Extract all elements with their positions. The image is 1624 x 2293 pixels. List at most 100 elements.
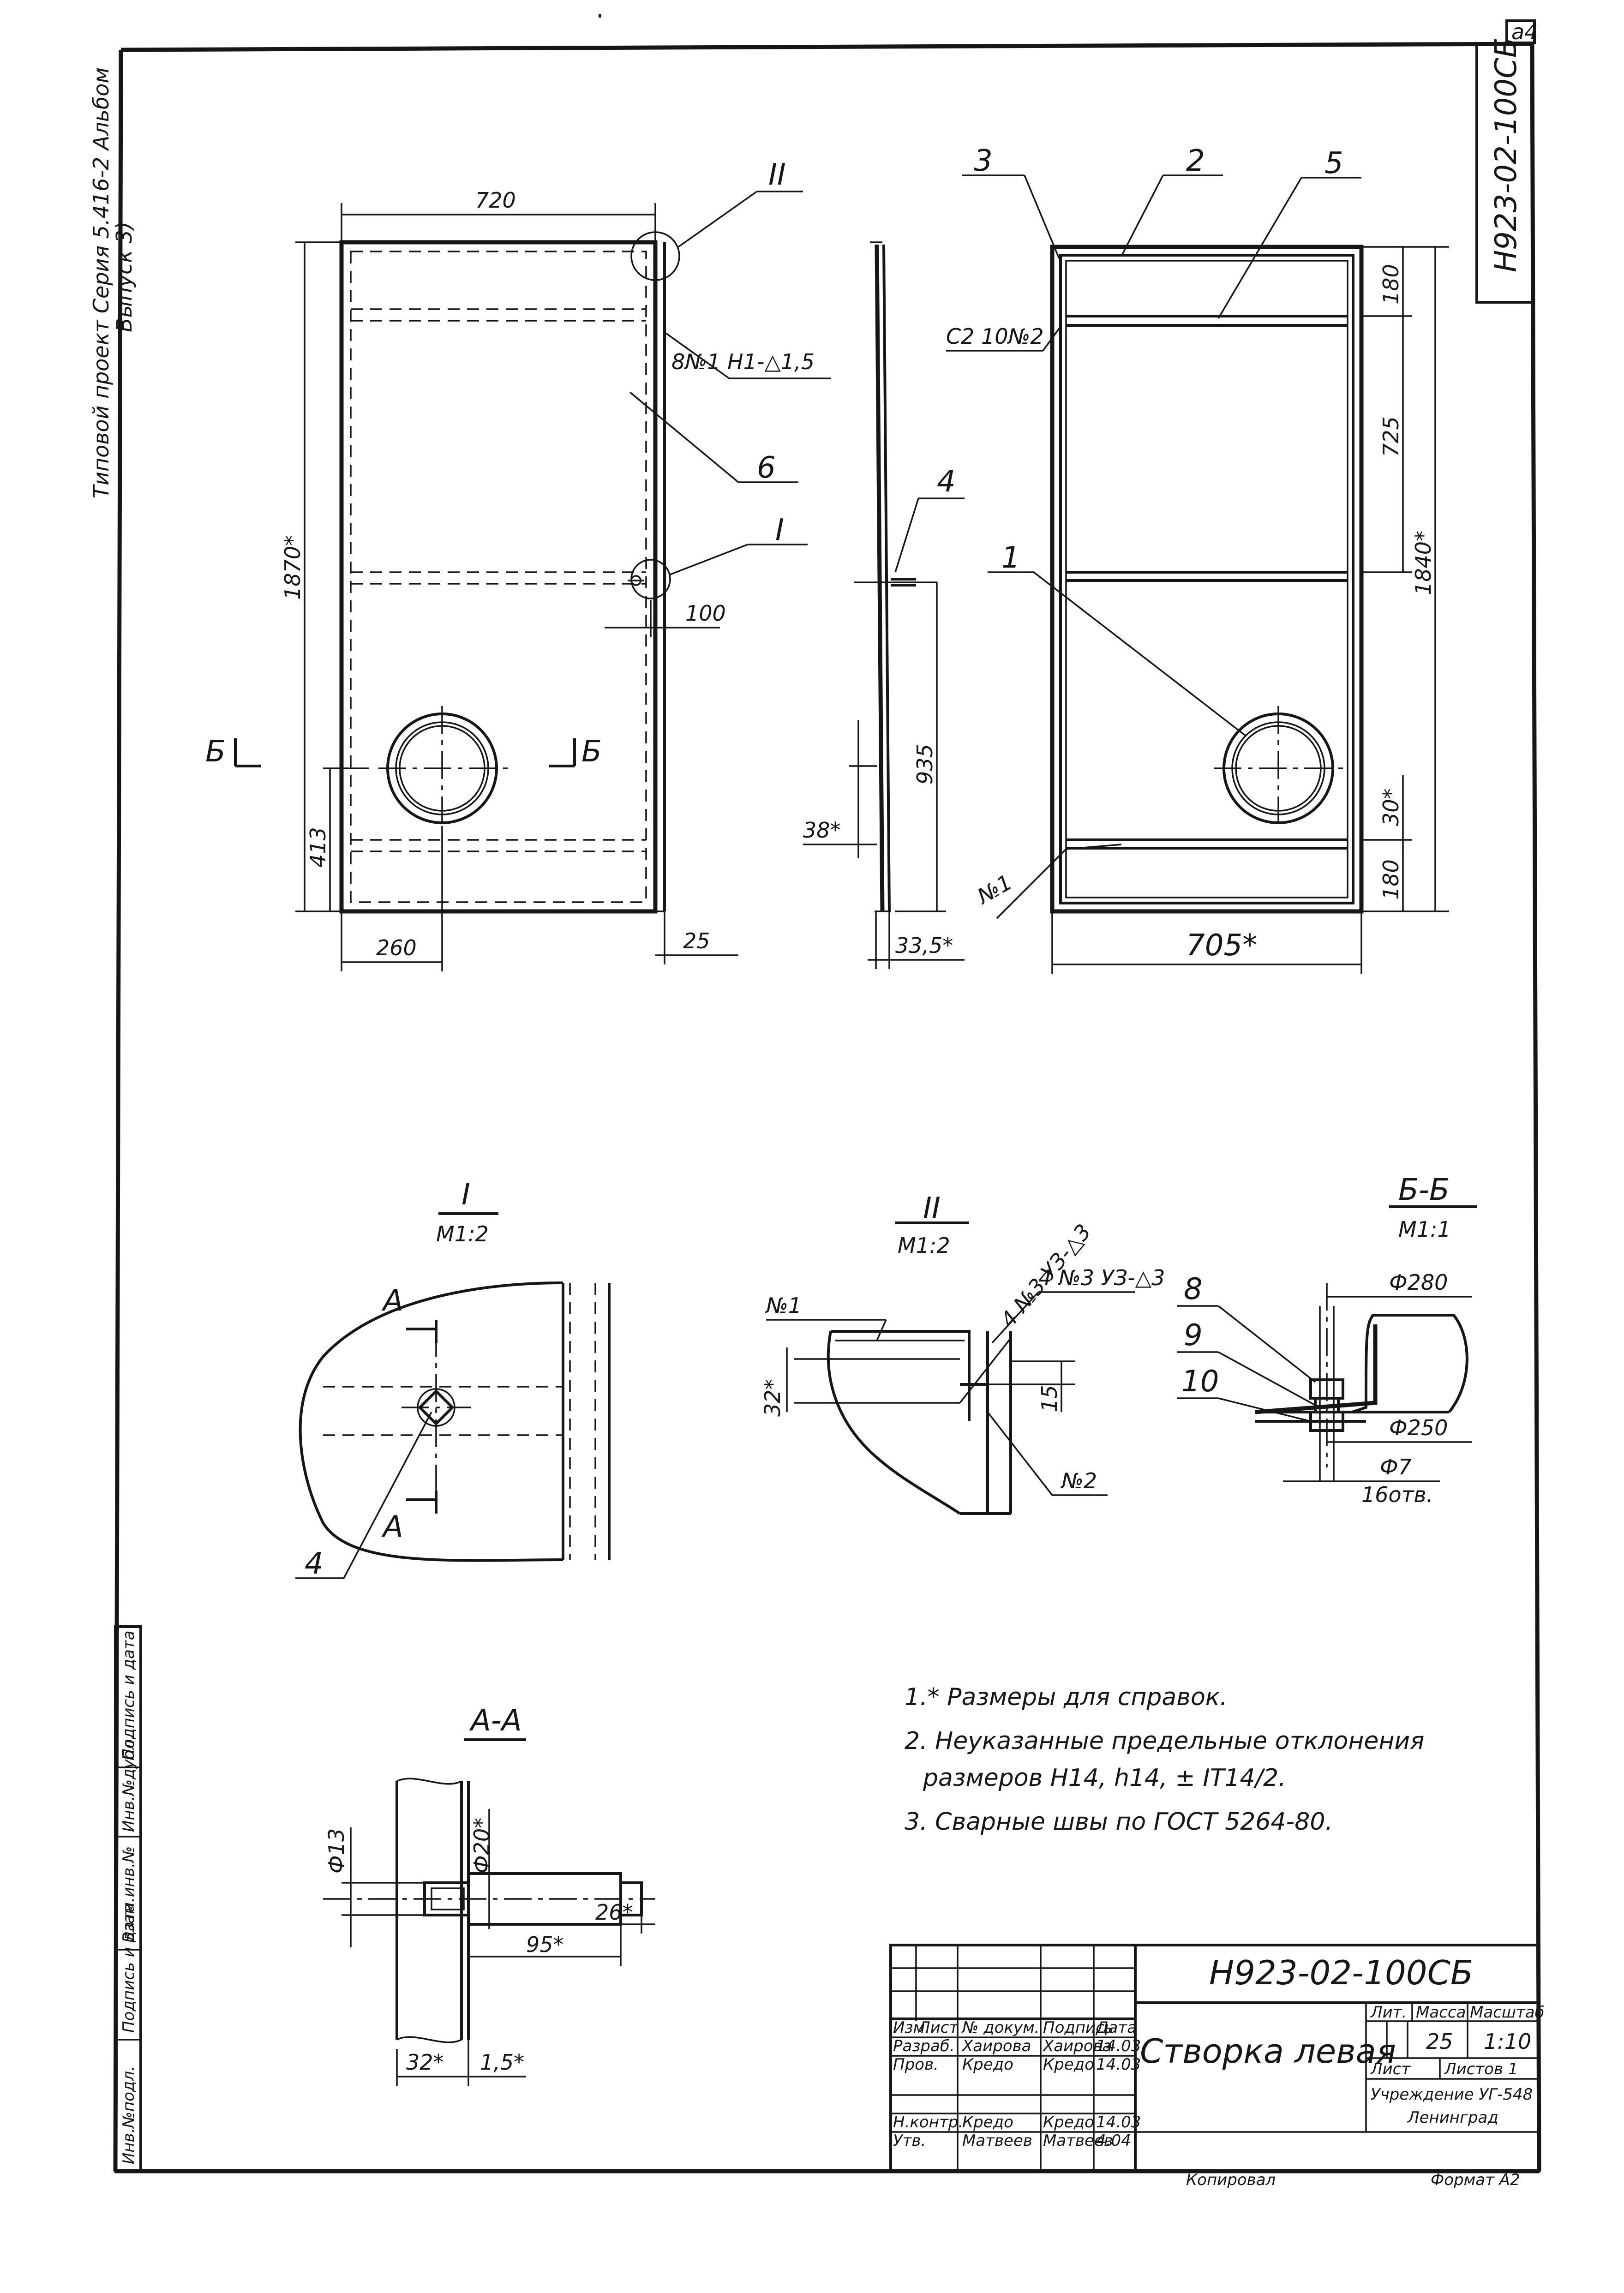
detail-AA-d13: Ф13 — [324, 1828, 349, 1874]
doc-code-rotated: Н923-02-100СБ — [1489, 37, 1523, 272]
side-view: 4 935 38* 33,5* — [803, 241, 965, 969]
leader-part-4: 4 — [937, 465, 956, 499]
tb-r2-name: Кредо — [962, 2113, 1013, 2131]
tb-h-sign: Подпись — [1043, 2018, 1114, 2037]
side-stamp: Инв.№подл. Подпись и дата Взам.инв.№ Инв… — [114, 1625, 142, 2173]
tb-r3-role: Утв. — [893, 2131, 926, 2150]
tb-r0-name: Хаирова — [961, 2037, 1031, 2055]
tb-r0-role: Разраб. — [893, 2037, 955, 2055]
sheet-frame: а4 Н923-02-100СБ — [113, 14, 1541, 2173]
dim-413: 413 — [306, 827, 330, 868]
side-stamp-3: Инв.№дубл. — [120, 1735, 138, 1832]
album-stamp-line1: Типовой проект Серия 5.416-2 Альбом — [89, 67, 114, 498]
leader-node-II: II — [768, 158, 786, 192]
title-block: Н923-02-100СБ Створка левая Изм. Лист № … — [889, 1944, 1545, 2189]
detail-BB-holes: 16отв. — [1361, 1482, 1433, 1507]
dim-back-1840: 1840* — [1411, 531, 1436, 595]
leader-node-I: I — [775, 513, 784, 547]
detail-II-dim-32: 32* — [760, 1379, 785, 1417]
leader-part-3: 3 — [974, 144, 993, 178]
detail-AA-95: 95* — [526, 1932, 564, 1957]
tb-format: Формат А2 — [1431, 2171, 1520, 2189]
dim-height-1870: 1870* — [280, 535, 305, 600]
note-3: 3. Сварные швы по ГОСТ 5264-80. — [905, 1808, 1333, 1836]
side-stamp-0: Инв.№подл. — [120, 2066, 138, 2164]
dim-back-180-bottom: 180 — [1378, 859, 1403, 900]
tb-org-1: Учреждение УГ-548 — [1371, 2085, 1533, 2104]
detail-I-mark-bottom: А — [381, 1510, 403, 1544]
detail-AA-26: 26* — [595, 1900, 633, 1925]
detail-BB-part-9: 9 — [1184, 1318, 1203, 1353]
album-stamp-line2: Выпуск 3) — [112, 222, 137, 332]
dim-back-30: 30* — [1378, 788, 1403, 826]
tb-scale: 1:10 — [1484, 2029, 1531, 2054]
detail-I-mark-top: А — [381, 1284, 403, 1318]
dim-width-720: 720 — [475, 188, 516, 213]
detail-AA: А-А Ф13 Ф20* 95* 26* 32* 1,5* — [323, 1704, 655, 2086]
leader-part-6: 6 — [757, 451, 776, 485]
leader-part-5: 5 — [1324, 146, 1343, 180]
detail-II-dim-15: 15 — [1037, 1385, 1062, 1412]
tb-r0-date: 14.03 — [1096, 2037, 1141, 2055]
tb-scale-label: Масштаб — [1470, 2003, 1545, 2022]
side-stamp-1: Подпись и дата — [120, 1903, 138, 2033]
leader-part-2: 2 — [1186, 144, 1205, 178]
side-stamp-2: Взам.инв.№ — [120, 1846, 138, 1943]
notes: 1.* Размеры для справок. 2. Неуказанные … — [905, 1683, 1424, 1836]
weld-front: 8№1 Н1-△1,5 — [671, 349, 815, 374]
tb-r2-role: Н.контр. — [893, 2113, 963, 2131]
detail-I-part-4: 4 — [305, 1547, 324, 1581]
side-stamp-4: Подпись и дата — [120, 1630, 138, 1760]
back-view: 3 2 5 1 С2 10№2 №1 180 725 1840* 30* 180 — [946, 144, 1449, 974]
detail-II-title: II — [923, 1191, 941, 1226]
tb-r1-name: Кредо — [962, 2055, 1013, 2074]
detail-II-weld-right: №2 — [1060, 1468, 1097, 1493]
corner-mark: а4 — [1511, 19, 1538, 44]
note-2-cont: размеров Н14, h14, ± IT14/2. — [923, 1764, 1286, 1792]
tb-r3-sign: Матвеев — [1043, 2131, 1113, 2150]
dim-33-5: 33,5* — [895, 933, 953, 958]
tb-sheets-label: Листов 1 — [1444, 2060, 1518, 2078]
detail-AA-32: 32* — [406, 2050, 444, 2075]
leader-part-1: 1 — [1001, 541, 1020, 575]
detail-BB-part-10: 10 — [1181, 1365, 1219, 1399]
tb-h-izm: Изм. — [893, 2018, 930, 2037]
dim-100: 100 — [685, 601, 726, 626]
tb-copied: Копировал — [1186, 2171, 1276, 2189]
note-1: 1.* Размеры для справок. — [905, 1683, 1228, 1711]
weld-back-top: С2 10№2 — [946, 324, 1044, 349]
detail-II-weld-top-text: 4 №3 УЗ-△3 — [1038, 1265, 1165, 1290]
weld-back-bottom: №1 — [972, 869, 1016, 910]
tb-h-doc: № докум. — [961, 2018, 1040, 2037]
section-mark-left: Б — [205, 735, 226, 769]
dim-935: 935 — [912, 744, 937, 784]
tb-org-2: Ленинград — [1407, 2108, 1498, 2127]
tb-r3-name: Матвеев — [962, 2131, 1032, 2150]
detail-I-title: I — [461, 1178, 470, 1212]
detail-BB: Б-Б М1:1 8 9 10 Ф280 Ф250 Ф7 16отв. — [1177, 1173, 1477, 1507]
tb-r1-role: Пров. — [893, 2055, 939, 2074]
tb-code: Н923-02-100СБ — [1209, 1953, 1473, 1992]
tb-r2-date: 14.03 — [1096, 2113, 1141, 2131]
detail-AA-d20: Ф20* — [469, 1818, 494, 1874]
detail-II: II М1:2 4 №3 УЗ-△3 4 №3 УЗ-△3 №1 №2 32* … — [760, 1191, 1165, 1515]
album-stamp: Типовой проект Серия 5.416-2 Альбом Выпу… — [89, 67, 137, 498]
tb-r1-date: 14.03 — [1096, 2055, 1141, 2074]
detail-II-weld-left: №1 — [765, 1293, 802, 1318]
tb-name: Створка левая — [1140, 2032, 1396, 2071]
dim-back-180-top: 180 — [1378, 264, 1403, 305]
detail-II-scale: М1:2 — [898, 1233, 950, 1258]
tb-r0-sign: Хаирова — [1042, 2037, 1112, 2055]
tb-r2-sign: Кредо — [1043, 2113, 1094, 2131]
dim-back-725: 725 — [1378, 416, 1403, 457]
tb-r1-sign: Кредо — [1043, 2055, 1094, 2074]
detail-I-scale: М1:2 — [436, 1221, 489, 1246]
dim-38: 38* — [803, 818, 841, 843]
detail-BB-d280: Ф280 — [1389, 1270, 1448, 1295]
note-2: 2. Неуказанные предельные отклонения — [905, 1727, 1424, 1755]
tb-mass: 25 — [1426, 2029, 1453, 2054]
tb-r3-date: 4.04 — [1096, 2131, 1131, 2150]
dim-back-705: 705* — [1186, 928, 1257, 963]
section-mark-right: Б — [581, 735, 602, 769]
